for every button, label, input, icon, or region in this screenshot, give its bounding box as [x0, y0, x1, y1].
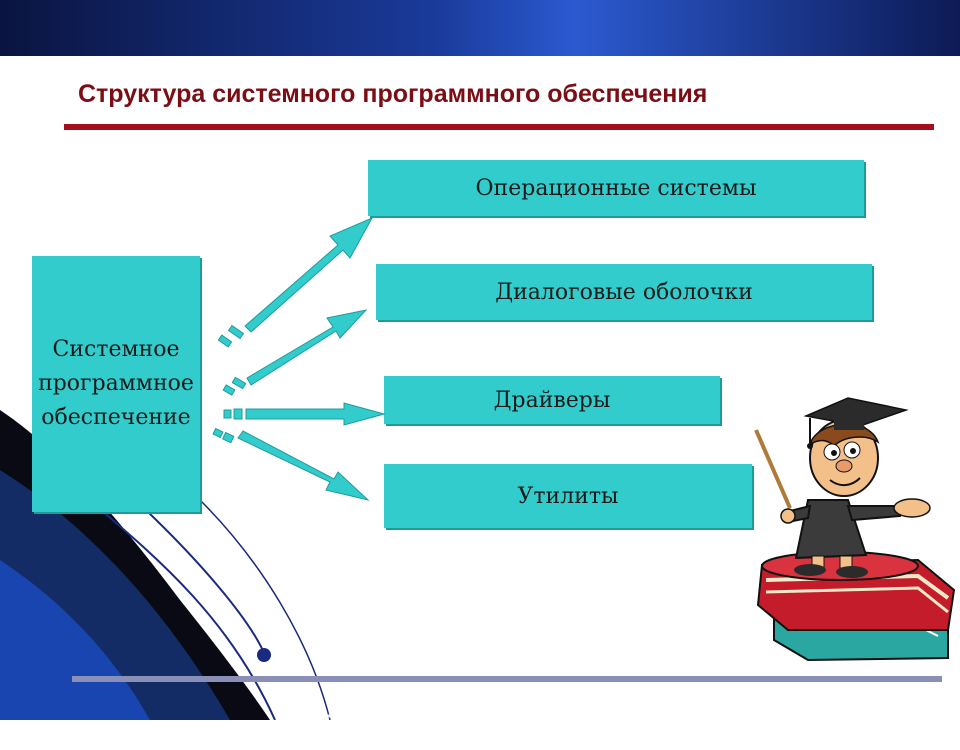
branch-label: Диалоговые оболочки	[495, 279, 753, 305]
branch-node-os: Операционные системы	[368, 160, 864, 216]
branch-label: Драйверы	[493, 387, 611, 413]
branch-node-shells: Диалоговые оболочки	[376, 264, 872, 320]
graduate-cartoon-icon	[754, 397, 956, 662]
branch-node-utilities: Утилиты	[384, 464, 752, 528]
branch-node-drivers: Драйверы	[384, 376, 720, 424]
footer-caption-right: ПО деление СПО	[530, 697, 907, 749]
connector-arrows	[212, 216, 386, 501]
arrow-to-utilities	[212, 427, 370, 501]
footer-divider	[72, 676, 942, 682]
title-underline	[64, 124, 934, 130]
branch-label: Операционные системы	[475, 175, 757, 201]
top-band	[0, 0, 960, 56]
branch-label: Утилиты	[517, 483, 619, 509]
root-node-label: Системное программное обеспечение	[38, 337, 194, 430]
arrow-to-os	[217, 216, 374, 348]
slide-title: Структура системного программного обеспе…	[78, 80, 708, 108]
arrow-to-shells	[222, 309, 368, 396]
book-stack-icon	[756, 551, 956, 662]
arrow-to-drivers	[223, 402, 386, 426]
root-node: Системное программное обеспечение	[32, 256, 200, 512]
